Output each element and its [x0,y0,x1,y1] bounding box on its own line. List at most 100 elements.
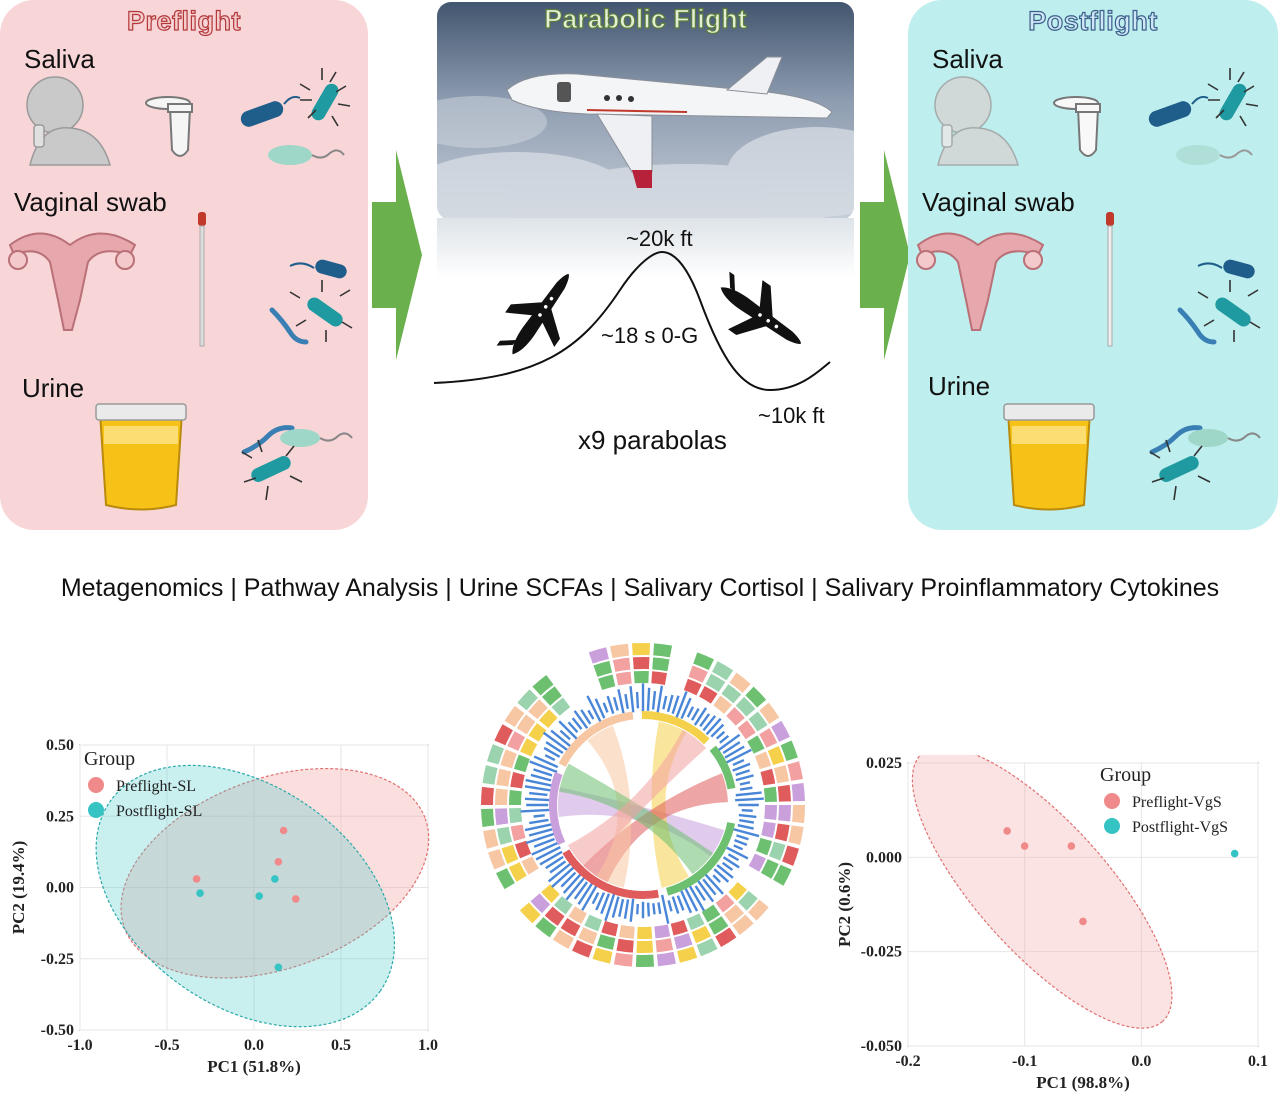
chord-ring-segment [507,731,526,751]
chord-ring-segment [754,751,772,770]
chord-group-arc [562,849,659,899]
chord-ring-segment [677,946,698,963]
chord-ring-segment [481,808,495,828]
chord-histogram-bar [581,883,599,911]
chord-ring-segment [771,720,790,742]
chord-histogram-bar [727,853,740,862]
chord-group-arc [666,822,736,896]
chord-ring-segment [778,805,791,822]
chord-histogram-bar [535,846,561,861]
data-point [1020,842,1029,850]
chord-ring-segment [708,916,729,935]
postflight-illustrations [916,68,1261,511]
chord-ring-segment [541,686,562,706]
zero-g-duration-label: ~18 s 0-G [601,323,699,348]
preflight-illustrations [8,68,353,511]
chord-histogram-bar [550,729,571,747]
data-point [271,875,279,883]
chord-histogram-bar [567,721,579,733]
methods-line: Metagenomics | Pathway Analysis | Urine … [60,574,1220,602]
uterus-icon [916,232,1045,331]
chord-histogram-bar [702,715,717,732]
data-point [1230,849,1239,858]
legend-label: Preflight-SL [116,778,196,795]
chord-histogram-bar [545,855,564,870]
chord-ring-segment [578,927,598,945]
chord-histogram-bar [520,808,552,813]
chord-ring-segment [729,672,751,693]
chord-histogram-bar [726,846,749,860]
chord-ring-segment [596,934,616,950]
chord-histogram-bar [652,903,656,915]
chord-ring-segment [728,881,747,901]
chord-histogram-bar [662,695,668,710]
low-altitude-label: ~10k ft [758,403,825,428]
x-tick-label: -0.1 [1012,1053,1037,1070]
chord-histogram-bar [624,693,629,709]
urine-cup-icon [1003,403,1095,511]
chord-ring-segment [782,845,799,866]
x-axis-label: PC1 (51.8%) [207,1057,300,1076]
chord-ring-segment [652,657,670,672]
data-point [255,892,264,900]
chord-ring-segment [509,807,523,824]
chord-ring-segment [773,864,792,886]
photo-fade [437,218,854,278]
chord-histogram-bar [539,850,563,866]
chord-histogram-bar [544,754,556,762]
chord-histogram-bar [602,702,609,713]
chord-histogram-bar [716,864,734,879]
chord-histogram-bar [710,723,725,738]
peak-altitude-label: ~20k ft [626,226,693,251]
chord-ring-segment [541,884,560,903]
chord-ring-segment [721,684,742,704]
chord-histogram-bar [533,814,545,818]
chord-ring-segment [509,790,522,805]
chord-ring-segment [552,929,574,949]
chord-ring-segment [514,840,532,859]
chord-histogram-bar [733,844,744,851]
bacteria-icon-2 [1177,259,1261,345]
chord-ring-segment [705,673,726,692]
chord-histogram-bar [732,758,745,767]
chord-histogram-bar [571,717,583,730]
chord-ring-segment [701,904,721,923]
chord-histogram-bar [547,861,573,883]
chord-histogram-bar [591,892,600,905]
chord-ring-segment [598,674,616,691]
chord-histogram-bar [573,710,589,729]
chord-ribbon [587,725,632,888]
data-point [274,963,283,972]
chord-ring-segment [712,661,734,681]
chord-ring-segment [745,686,767,708]
chord-ring-segment [631,643,651,656]
chord-histogram-bar [735,769,751,777]
bacteria-icon [1148,68,1259,165]
chord-ring-segment [738,890,758,911]
chord-histogram-bar [660,894,670,924]
chord-histogram-bar [684,887,699,912]
chord-histogram-bar [712,874,722,884]
chord-histogram-bar [656,685,664,714]
chord-histogram-bar [545,741,564,755]
data-point [196,889,204,897]
y-tick-label: -0.50 [41,1022,74,1039]
chord-ring-segment [487,744,504,765]
parabola-diagram [433,250,831,392]
chord-histogram-bar [594,698,606,719]
arrow-right-icon-2 [860,150,910,360]
chord-ring-segment [612,657,631,672]
chord-histogram-bar [705,717,722,736]
chord-ring-segment [774,823,790,842]
legend-title: Group [84,748,135,770]
chord-histogram-bar [533,768,553,777]
preflight-vaginal-swab-label: Vaginal swab [14,187,167,217]
chord-ring-segment [513,754,530,773]
chord-ring-segment [520,738,538,757]
chord-histogram-bar [530,773,552,782]
chord-histogram-bar [559,729,571,741]
chord-histogram-bar [623,899,630,919]
chord-ring-segment [656,951,676,967]
confidence-ellipse [95,764,396,1028]
